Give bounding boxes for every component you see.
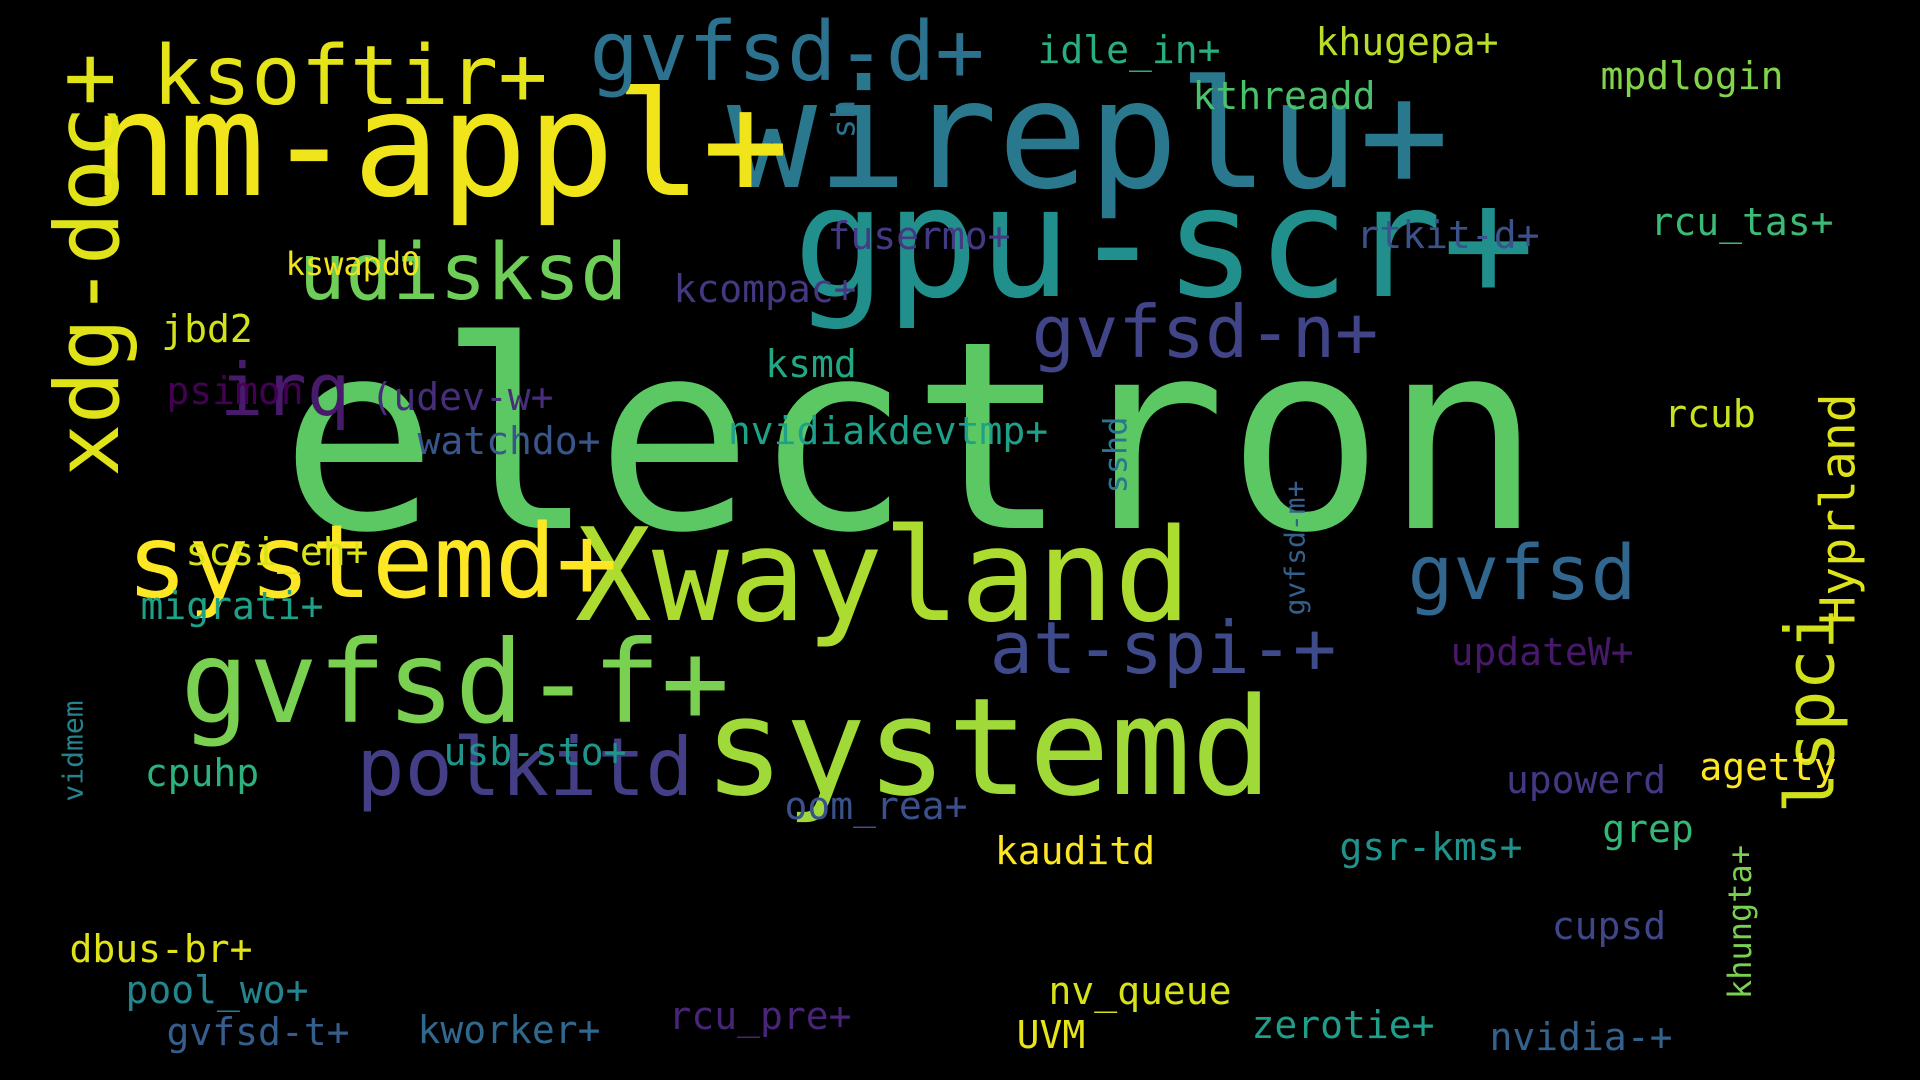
word-52: dbus-br+ — [69, 927, 253, 971]
word-22: mpdlogin — [1600, 54, 1784, 98]
word-33: watchdo+ — [417, 419, 601, 463]
word-1: gpu-scr+ — [793, 154, 1535, 333]
word-53: pool_wo+ — [125, 968, 309, 1012]
word-13: irq — [219, 348, 351, 432]
word-16: gvfsd — [1407, 528, 1637, 617]
word-25: rtkit-d+ — [1356, 213, 1540, 257]
word-2: wireplu+ — [726, 49, 1450, 223]
word-29: jbd2 — [161, 307, 253, 351]
word-46: oom_rea+ — [784, 784, 968, 828]
word-60: nvidia-+ — [1489, 1015, 1673, 1059]
word-48: gsr-kms+ — [1339, 825, 1523, 869]
word-0: electron — [280, 285, 1542, 590]
word-6: gvfsd-f+ — [180, 616, 730, 749]
word-5: Xwayland — [574, 502, 1192, 651]
word-11: udisksd — [298, 228, 628, 318]
word-4: systemd — [703, 668, 1273, 826]
word-34: nvidiakdevtmp+ — [727, 409, 1049, 453]
word-7: systemd+ — [126, 503, 618, 622]
word-56: kworker+ — [417, 1008, 601, 1052]
word-47: grep — [1602, 807, 1694, 851]
word-54: nv_queue — [1048, 969, 1232, 1013]
word-9: ksoftir+ — [152, 29, 548, 124]
word-42: vidmem — [57, 700, 90, 802]
word-15: at-spi-+ — [989, 606, 1337, 690]
word-59: zerotie+ — [1251, 1003, 1435, 1047]
word-3: nm-appl+ — [90, 60, 790, 230]
word-38: scsi_eh+ — [185, 530, 369, 574]
word-43: cpuhp — [144, 751, 260, 795]
word-49: kauditd — [994, 829, 1156, 873]
word-18: Hyprland — [1811, 393, 1867, 625]
word-10: gvfsd-d+ — [589, 5, 985, 100]
word-27: kswapd0 — [285, 245, 421, 283]
word-44: agetty — [1699, 745, 1837, 789]
word-31: psimon — [166, 369, 304, 413]
word-55: gvfsd-t+ — [166, 1010, 350, 1054]
word-32: (udev-w+ — [370, 375, 554, 419]
word-8: xdg-doc+ — [36, 53, 139, 477]
word-20: khugepa+ — [1315, 20, 1499, 64]
word-50: khungta+ — [1721, 844, 1759, 1000]
word-12: gvfsd-n+ — [1031, 290, 1379, 374]
word-36: sshd — [1097, 416, 1135, 494]
word-58: UVM — [1016, 1013, 1086, 1057]
word-40: updateW+ — [1450, 630, 1634, 674]
word-23: sh — [824, 99, 862, 139]
word-26: rcu_tas+ — [1650, 200, 1834, 244]
word-39: migrati+ — [140, 584, 324, 628]
word-24: fusermo+ — [827, 214, 1011, 258]
word-37: gvfsd-m+ — [1277, 480, 1311, 616]
word-28: kcompac+ — [673, 267, 857, 311]
word-14: polkitd — [356, 721, 694, 814]
word-35: rcub — [1664, 392, 1756, 436]
word-21: kthreadd — [1192, 74, 1376, 118]
word-45: upowerd — [1505, 758, 1667, 802]
word-30: ksmd — [765, 342, 857, 386]
word-57: rcu_pre+ — [668, 994, 852, 1038]
word-19: idle_in+ — [1037, 28, 1221, 72]
word-51: cupsd — [1551, 904, 1667, 948]
word-41: usb-sto+ — [443, 730, 627, 774]
